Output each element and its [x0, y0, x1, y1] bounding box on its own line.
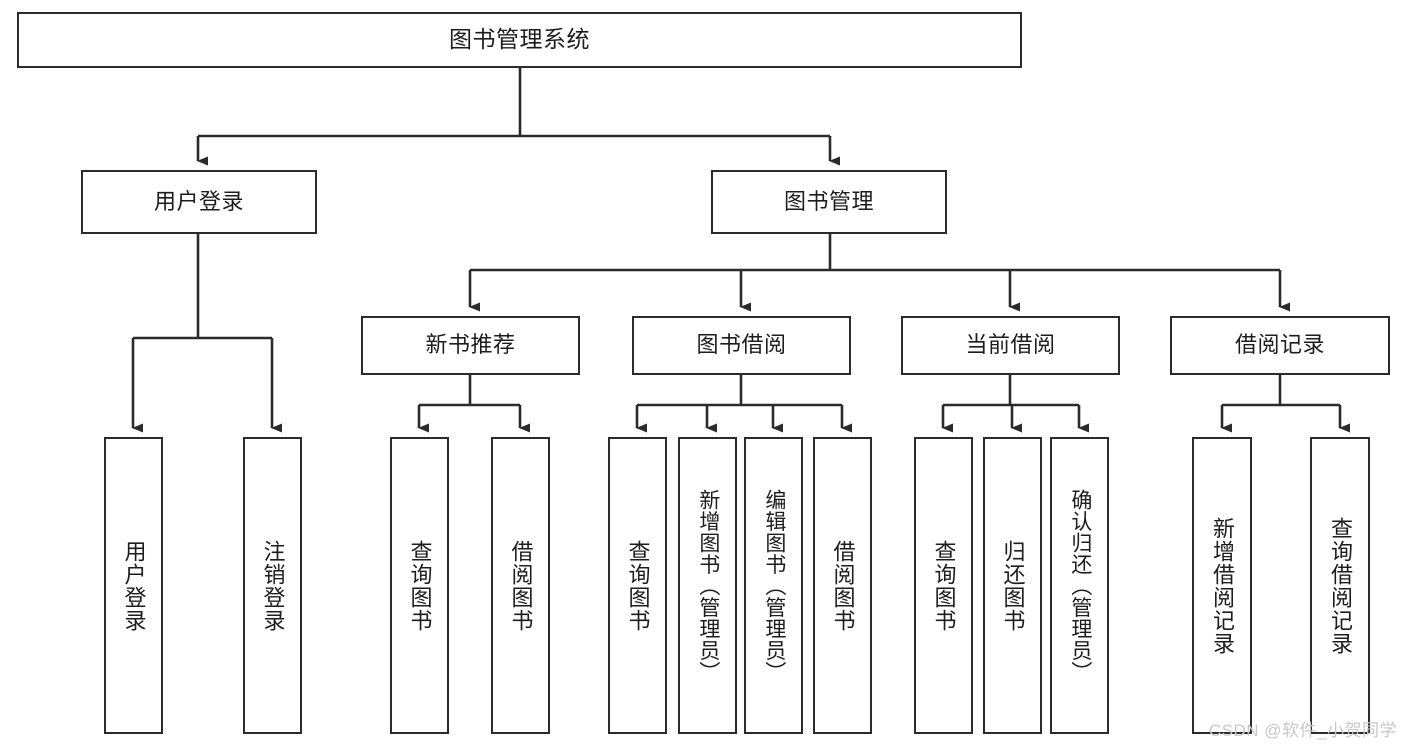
- node-leaf-user-login[interactable]: 用户登录: [104, 437, 163, 734]
- node-label: 查询图书: [625, 539, 651, 632]
- node-book-borrowing[interactable]: 图书借阅: [632, 316, 851, 375]
- node-label: 图书管理: [783, 188, 874, 214]
- node-label: 查询图书: [931, 539, 957, 632]
- node-leaf-confirm-return-admin[interactable]: 确认归还（管理员）: [1050, 437, 1109, 734]
- node-label: 编辑图书（管理员）: [762, 488, 786, 683]
- node-new-book-recommendation[interactable]: 新书推荐: [361, 316, 580, 375]
- node-label: 新增借阅记录: [1209, 516, 1235, 655]
- node-label: 借阅记录: [1234, 332, 1325, 358]
- node-label: 查询借阅记录: [1327, 516, 1353, 655]
- node-label: 新增图书（管理员）: [696, 488, 720, 683]
- node-leaf-borrow-book-newbook[interactable]: 借阅图书: [491, 437, 550, 734]
- node-label: 新书推荐: [425, 332, 516, 358]
- node-label: 确认归还（管理员）: [1068, 488, 1092, 683]
- node-label: 图书管理系统: [449, 26, 590, 53]
- node-user-login[interactable]: 用户登录: [81, 170, 317, 234]
- node-label: 用户登录: [153, 188, 244, 214]
- node-current-borrowing[interactable]: 当前借阅: [901, 316, 1120, 375]
- node-leaf-add-borrow-record[interactable]: 新增借阅记录: [1192, 437, 1252, 734]
- node-label: 归还图书: [1000, 539, 1026, 632]
- node-leaf-borrow-book[interactable]: 借阅图书: [813, 437, 872, 734]
- node-leaf-add-book-admin[interactable]: 新增图书（管理员）: [678, 437, 737, 734]
- node-book-management[interactable]: 图书管理: [711, 170, 947, 234]
- node-leaf-logout[interactable]: 注销登录: [243, 437, 302, 734]
- node-label: 查询图书: [407, 539, 433, 632]
- node-leaf-query-borrow-record[interactable]: 查询借阅记录: [1310, 437, 1370, 734]
- node-label: 借阅图书: [508, 539, 534, 632]
- node-label: 注销登录: [260, 539, 286, 632]
- node-borrowing-record[interactable]: 借阅记录: [1170, 316, 1390, 375]
- csdn-watermark: CSDN @软件_小贺同学: [1208, 721, 1397, 740]
- node-leaf-edit-book-admin[interactable]: 编辑图书（管理员）: [744, 437, 803, 734]
- node-label: 用户登录: [121, 539, 147, 632]
- node-leaf-query-book-current[interactable]: 查询图书: [914, 437, 973, 734]
- node-label: 借阅图书: [830, 539, 856, 632]
- node-leaf-query-book-newbook[interactable]: 查询图书: [390, 437, 449, 734]
- node-root-book-management-system[interactable]: 图书管理系统: [17, 12, 1022, 68]
- node-leaf-query-book-borrow[interactable]: 查询图书: [608, 437, 667, 734]
- node-label: 图书借阅: [696, 332, 787, 358]
- node-label: 当前借阅: [965, 332, 1056, 358]
- node-leaf-return-book[interactable]: 归还图书: [983, 437, 1042, 734]
